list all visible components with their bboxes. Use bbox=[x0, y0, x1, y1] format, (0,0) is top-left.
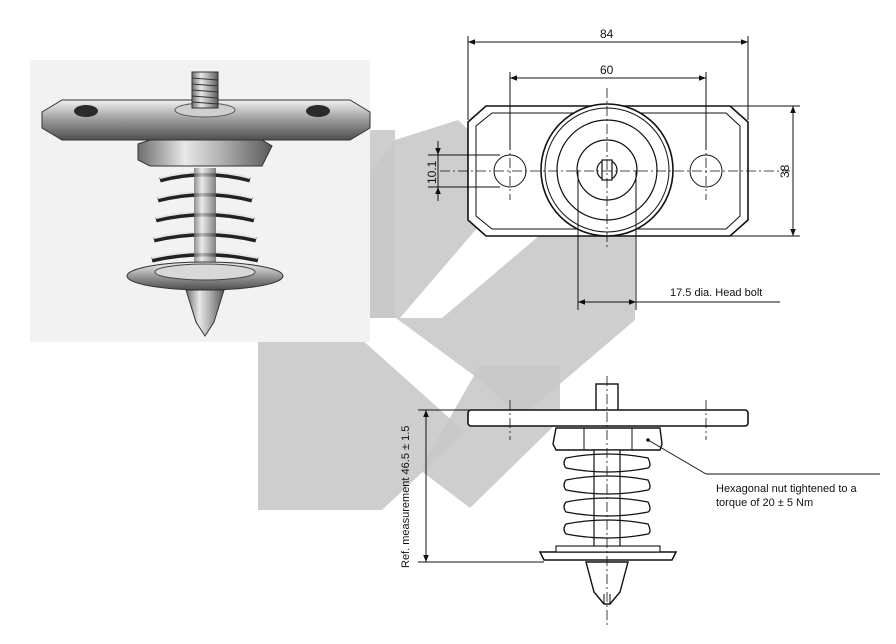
dim-overall-width: 84 bbox=[600, 27, 614, 41]
product-photo bbox=[30, 60, 371, 342]
dim-hole-spacing: 60 bbox=[600, 63, 614, 77]
dim-height: 38 bbox=[778, 164, 792, 178]
dim-head-bolt: 17.5 dia. Head bolt bbox=[670, 287, 762, 299]
side-view-drawing bbox=[418, 376, 880, 628]
dim-ref-measurement: Ref. measurement 46.5 ± 1.5 bbox=[400, 426, 412, 568]
nut-torque-note-line1: Hexagonal nut tightened to a bbox=[716, 483, 858, 495]
nut-torque-note-line2: torque of 20 ± 5 Nm bbox=[716, 497, 813, 509]
dim-hole-diameter: 10.1 bbox=[425, 160, 439, 184]
top-view-drawing bbox=[428, 36, 800, 310]
